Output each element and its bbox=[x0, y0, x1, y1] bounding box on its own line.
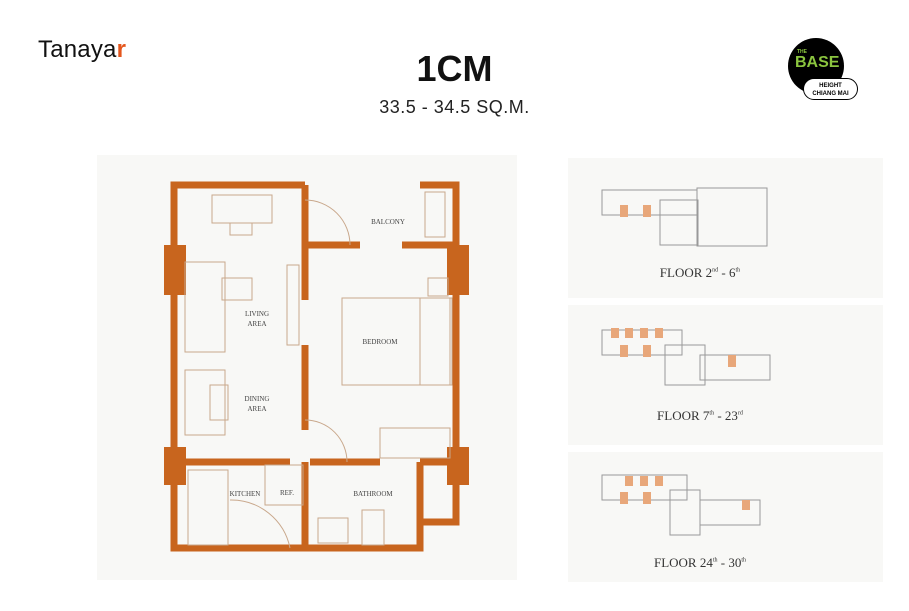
room-label-living: LIVING AREA bbox=[232, 309, 282, 329]
room-label-kitchen: KITCHEN bbox=[229, 490, 261, 498]
tanayar-logo: Tanayar bbox=[38, 36, 126, 64]
room-label-bathroom: BATHROOM bbox=[353, 490, 393, 498]
keyplan-panel-1 bbox=[568, 158, 883, 298]
keyplan-panel-3 bbox=[568, 452, 883, 582]
fl-sup: rd bbox=[737, 410, 743, 417]
logo-height: HEIGHT bbox=[819, 83, 842, 89]
floor-label-7-23: FLOOR 7th - 23rd bbox=[600, 408, 800, 424]
fl-sup: nd bbox=[712, 267, 719, 274]
logo-pill: HEIGHT CHIANG MAI bbox=[803, 78, 858, 100]
logo-base: BASE bbox=[795, 54, 840, 71]
living-line2: AREA bbox=[247, 320, 267, 328]
room-label-balcony: BALCONY bbox=[371, 218, 405, 226]
living-line1: LIVING bbox=[244, 310, 270, 318]
fl-a: FLOOR 24 bbox=[653, 555, 713, 570]
fl-sup: th bbox=[712, 557, 718, 564]
fl-a: FLOOR 7 bbox=[657, 408, 710, 423]
fl-b: - 30 bbox=[717, 555, 742, 570]
unit-area: 33.5 - 34.5 SQ.M. bbox=[379, 97, 530, 117]
fl-sup: th bbox=[735, 267, 741, 274]
brand-name: Tanaya bbox=[38, 36, 117, 63]
logo-the: THE bbox=[797, 49, 807, 55]
fl-sup: th bbox=[741, 557, 747, 564]
dining-line1: DINING bbox=[244, 395, 270, 403]
room-label-bedroom: BEDROOM bbox=[362, 338, 398, 346]
fl-b: - 23 bbox=[714, 408, 738, 423]
room-label-ref: REF. bbox=[279, 489, 295, 497]
floor-label-24-30: FLOOR 24th - 30th bbox=[600, 555, 800, 571]
fl-b: - 6 bbox=[718, 265, 736, 280]
fl-a: FLOOR 2 bbox=[659, 265, 713, 280]
fl-sup: th bbox=[709, 410, 715, 417]
the-base-logo: THE BASE HEIGHT CHIANG MAI bbox=[785, 38, 860, 102]
keyplan-panel-2 bbox=[568, 305, 883, 445]
logo-chiangmai: CHIANG MAI bbox=[812, 91, 849, 97]
brand-arrow-letter: r bbox=[116, 36, 127, 63]
room-label-dining: DINING AREA bbox=[232, 394, 282, 414]
unit-type-title: 1CM bbox=[416, 48, 493, 89]
floor-label-2-6: FLOOR 2nd - 6th bbox=[600, 265, 800, 281]
dining-line2: AREA bbox=[247, 405, 267, 413]
